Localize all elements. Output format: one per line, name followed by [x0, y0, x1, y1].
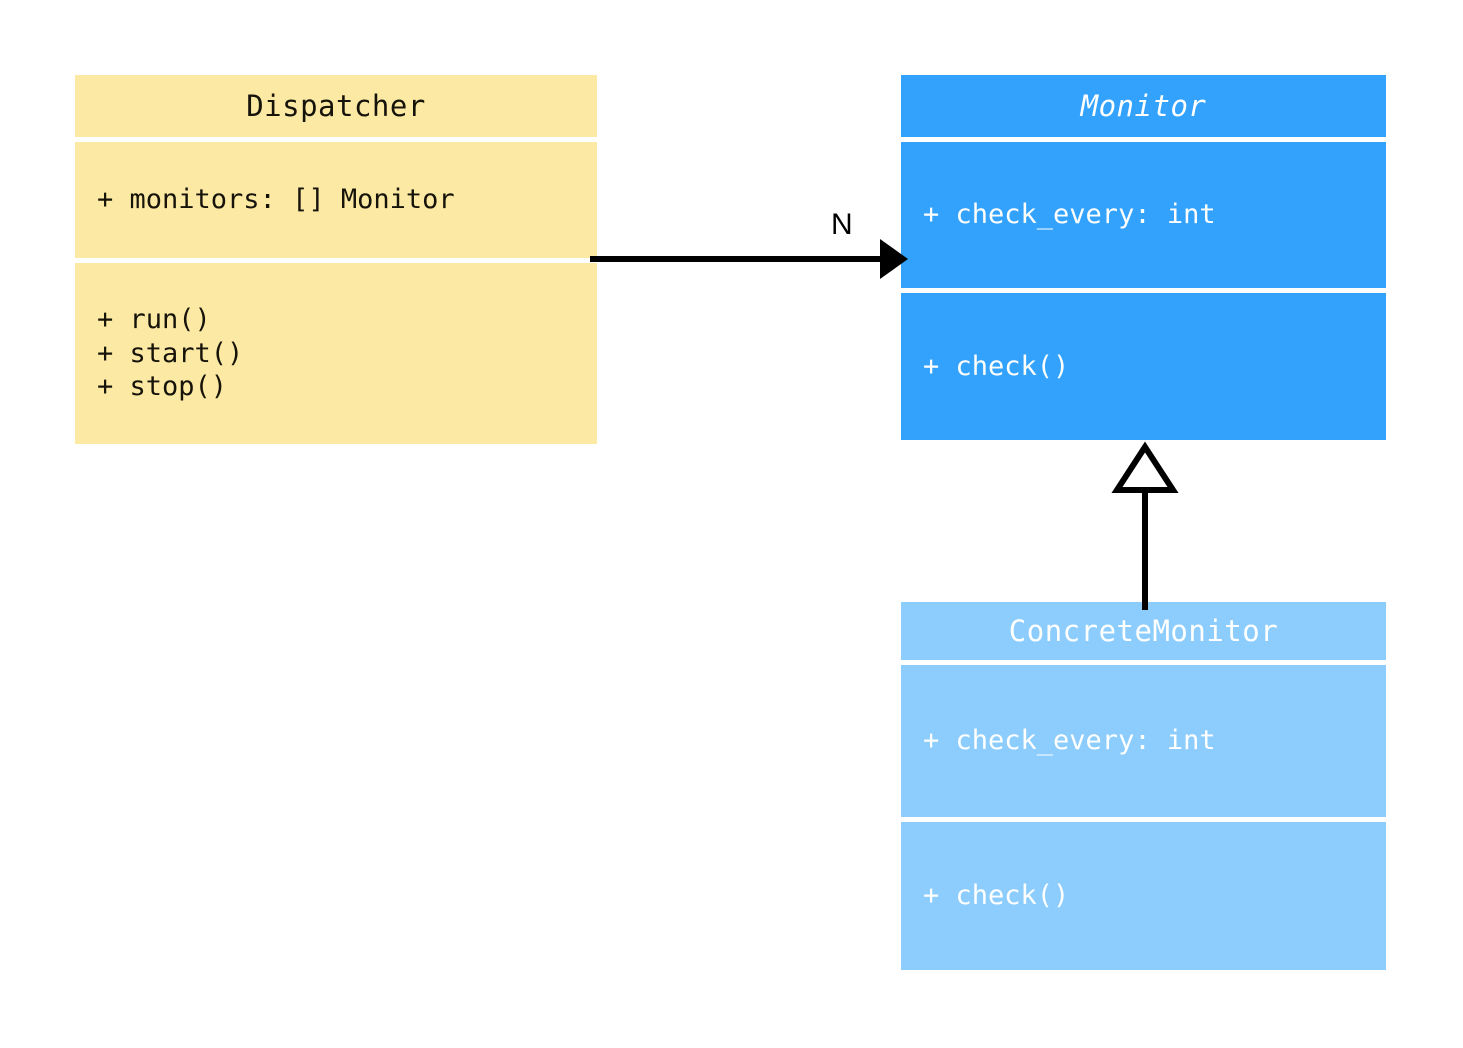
class-operations-concretemonitor: + check() — [901, 822, 1386, 970]
class-title-dispatcher: Dispatcher — [75, 75, 597, 137]
class-attributes-monitor: + check_every: int — [901, 142, 1386, 288]
class-attributes-concretemonitor: + check_every: int — [901, 665, 1386, 817]
operation-item: + check() — [923, 350, 1070, 382]
multiplicity-label-n: N — [831, 208, 853, 241]
class-title-concretemonitor: ConcreteMonitor — [901, 602, 1386, 660]
class-box-concretemonitor[interactable]: ConcreteMonitor + check_every: int + che… — [901, 602, 1386, 970]
class-operations-monitor: + check() — [901, 293, 1386, 440]
operation-item: + start() — [97, 337, 244, 369]
class-box-monitor[interactable]: Monitor + check_every: int + check() — [901, 75, 1386, 440]
attribute-item: + check_every: int — [923, 725, 1216, 757]
association-arrow-dispatcher-to-monitor — [590, 239, 908, 279]
operation-item: + run() — [97, 303, 211, 335]
operation-item: + check() — [923, 880, 1070, 912]
attribute-item: + check_every: int — [923, 199, 1216, 231]
class-box-dispatcher[interactable]: Dispatcher + monitors: [] Monitor + run(… — [75, 75, 597, 444]
operation-item: + stop() — [97, 371, 228, 403]
class-title-monitor: Monitor — [901, 75, 1386, 137]
attribute-item: + monitors: [] Monitor — [97, 184, 455, 216]
class-attributes-dispatcher: + monitors: [] Monitor — [75, 142, 597, 258]
generalization-arrow-concretemonitor-to-monitor — [1111, 441, 1179, 610]
generalization-arrowhead-hollow — [1111, 441, 1179, 493]
class-operations-dispatcher: + run() + start() + stop() — [75, 263, 597, 444]
